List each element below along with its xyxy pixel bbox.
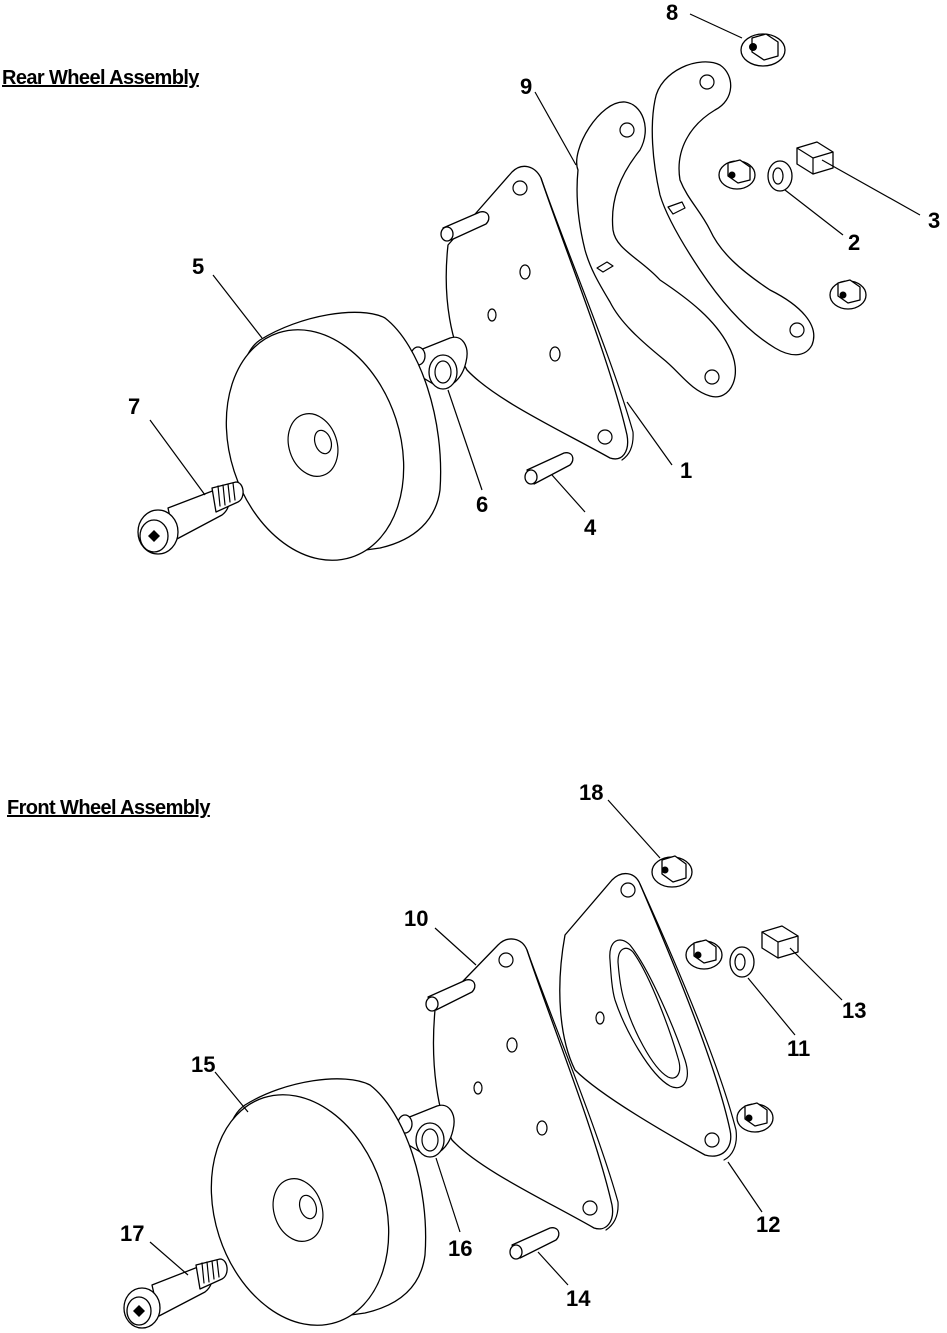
- leader-8: [689, 13, 743, 39]
- front-flange-nut-18: [651, 855, 693, 888]
- front-flange-nut-upper: [685, 939, 723, 970]
- front-section-title: Front Wheel Assembly: [7, 797, 211, 819]
- leader-5: [212, 274, 263, 339]
- rear-pin-upper: [440, 211, 490, 242]
- rear-flange-nut-8: [740, 33, 786, 67]
- front-wheel-assembly: Front Wheel Assembly: [7, 780, 866, 1329]
- leader-9: [534, 91, 577, 166]
- callout-2: 2: [848, 230, 860, 255]
- rear-bracket-arm-9: [576, 101, 737, 398]
- callout-1: 1: [680, 458, 692, 483]
- front-pin-14: [509, 1227, 560, 1260]
- leader-4: [551, 474, 586, 513]
- front-flange-nut-lower: [736, 1102, 774, 1133]
- front-slotted-plate-12: [559, 873, 737, 1161]
- callout-8: 8: [666, 0, 678, 25]
- rear-flange-nut-lower: [829, 279, 867, 310]
- rear-arm-plate: [651, 61, 815, 356]
- callout-7: 7: [128, 394, 140, 419]
- leader-1: [626, 401, 673, 466]
- leader-16: [435, 1157, 461, 1233]
- rear-lock-washer-2: [767, 160, 793, 192]
- callout-10: 10: [404, 906, 428, 931]
- rear-hex-nut-3: [796, 141, 834, 175]
- front-bushing-16: [396, 1104, 455, 1158]
- callout-4: 4: [584, 515, 597, 540]
- rear-wheel-assembly: Rear Wheel Assembly: [2, 0, 940, 561]
- callout-15: 15: [191, 1052, 215, 1077]
- rear-flange-nut-upper: [718, 159, 756, 190]
- leader-12: [727, 1161, 763, 1213]
- front-shoulder-bolt-17: [123, 1258, 228, 1329]
- front-pin-upper: [425, 979, 476, 1012]
- callout-18: 18: [579, 780, 603, 805]
- leader-14: [537, 1251, 569, 1286]
- callout-13: 13: [842, 998, 866, 1023]
- leader-11: [747, 977, 796, 1036]
- front-lock-washer-11: [729, 946, 755, 978]
- callout-12: 12: [756, 1212, 780, 1237]
- leader-13: [789, 947, 843, 1001]
- rear-section-title: Rear Wheel Assembly: [2, 67, 200, 89]
- callout-14: 14: [566, 1286, 591, 1311]
- rear-shoulder-bolt-7: [137, 481, 244, 555]
- front-hex-nut-13: [761, 925, 799, 959]
- leader-7: [149, 419, 206, 496]
- callout-16: 16: [448, 1236, 472, 1261]
- callout-6: 6: [476, 492, 488, 517]
- leader-17: [149, 1241, 189, 1276]
- callout-11: 11: [787, 1036, 810, 1061]
- rear-pin-4: [524, 452, 574, 485]
- callout-3: 3: [928, 208, 940, 233]
- leader-2: [784, 189, 844, 236]
- callout-5: 5: [192, 254, 204, 279]
- front-wheel-15: [210, 1078, 427, 1326]
- leader-18: [607, 799, 661, 859]
- leader-10: [434, 927, 477, 966]
- callout-17: 17: [120, 1221, 144, 1246]
- rear-wheel-5: [225, 311, 442, 561]
- leader-3: [821, 159, 921, 216]
- leader-15: [214, 1071, 249, 1113]
- rear-side-plate-1: [445, 165, 634, 461]
- leader-6: [447, 389, 483, 491]
- callout-9: 9: [520, 74, 532, 99]
